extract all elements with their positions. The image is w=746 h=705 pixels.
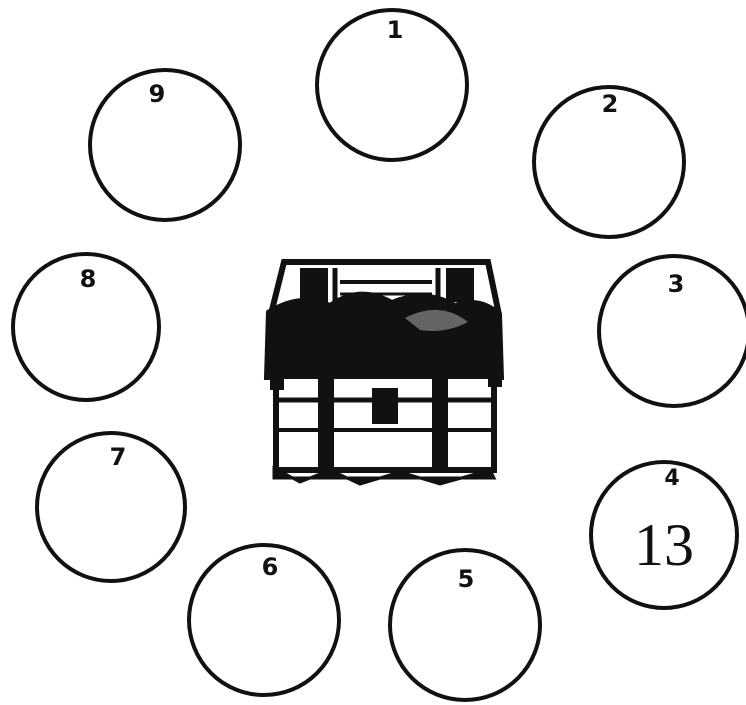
circle-6: 6: [189, 545, 339, 695]
circle-number: 2: [602, 90, 619, 118]
circle-number: 8: [80, 265, 97, 293]
circle-1: 1: [317, 10, 467, 160]
circle-4: 4 13: [591, 462, 737, 608]
treasure-chest-icon: [266, 262, 502, 484]
circle-number: 9: [149, 80, 166, 108]
circle-5: 5: [390, 550, 540, 700]
circle-number: 3: [668, 270, 685, 298]
circle-number: 5: [458, 565, 475, 593]
circle-number: 4: [664, 466, 679, 491]
circle-entry[interactable]: 13: [634, 512, 694, 578]
circle-9: 9: [90, 70, 240, 220]
circle-2: 2: [534, 87, 684, 237]
circle-8: 8: [13, 254, 159, 400]
circle-3: 3: [599, 256, 746, 406]
circle-number: 1: [387, 16, 404, 44]
circle-number: 6: [262, 553, 279, 581]
circle-7: 7: [37, 433, 185, 581]
circle-number: 7: [110, 443, 127, 471]
